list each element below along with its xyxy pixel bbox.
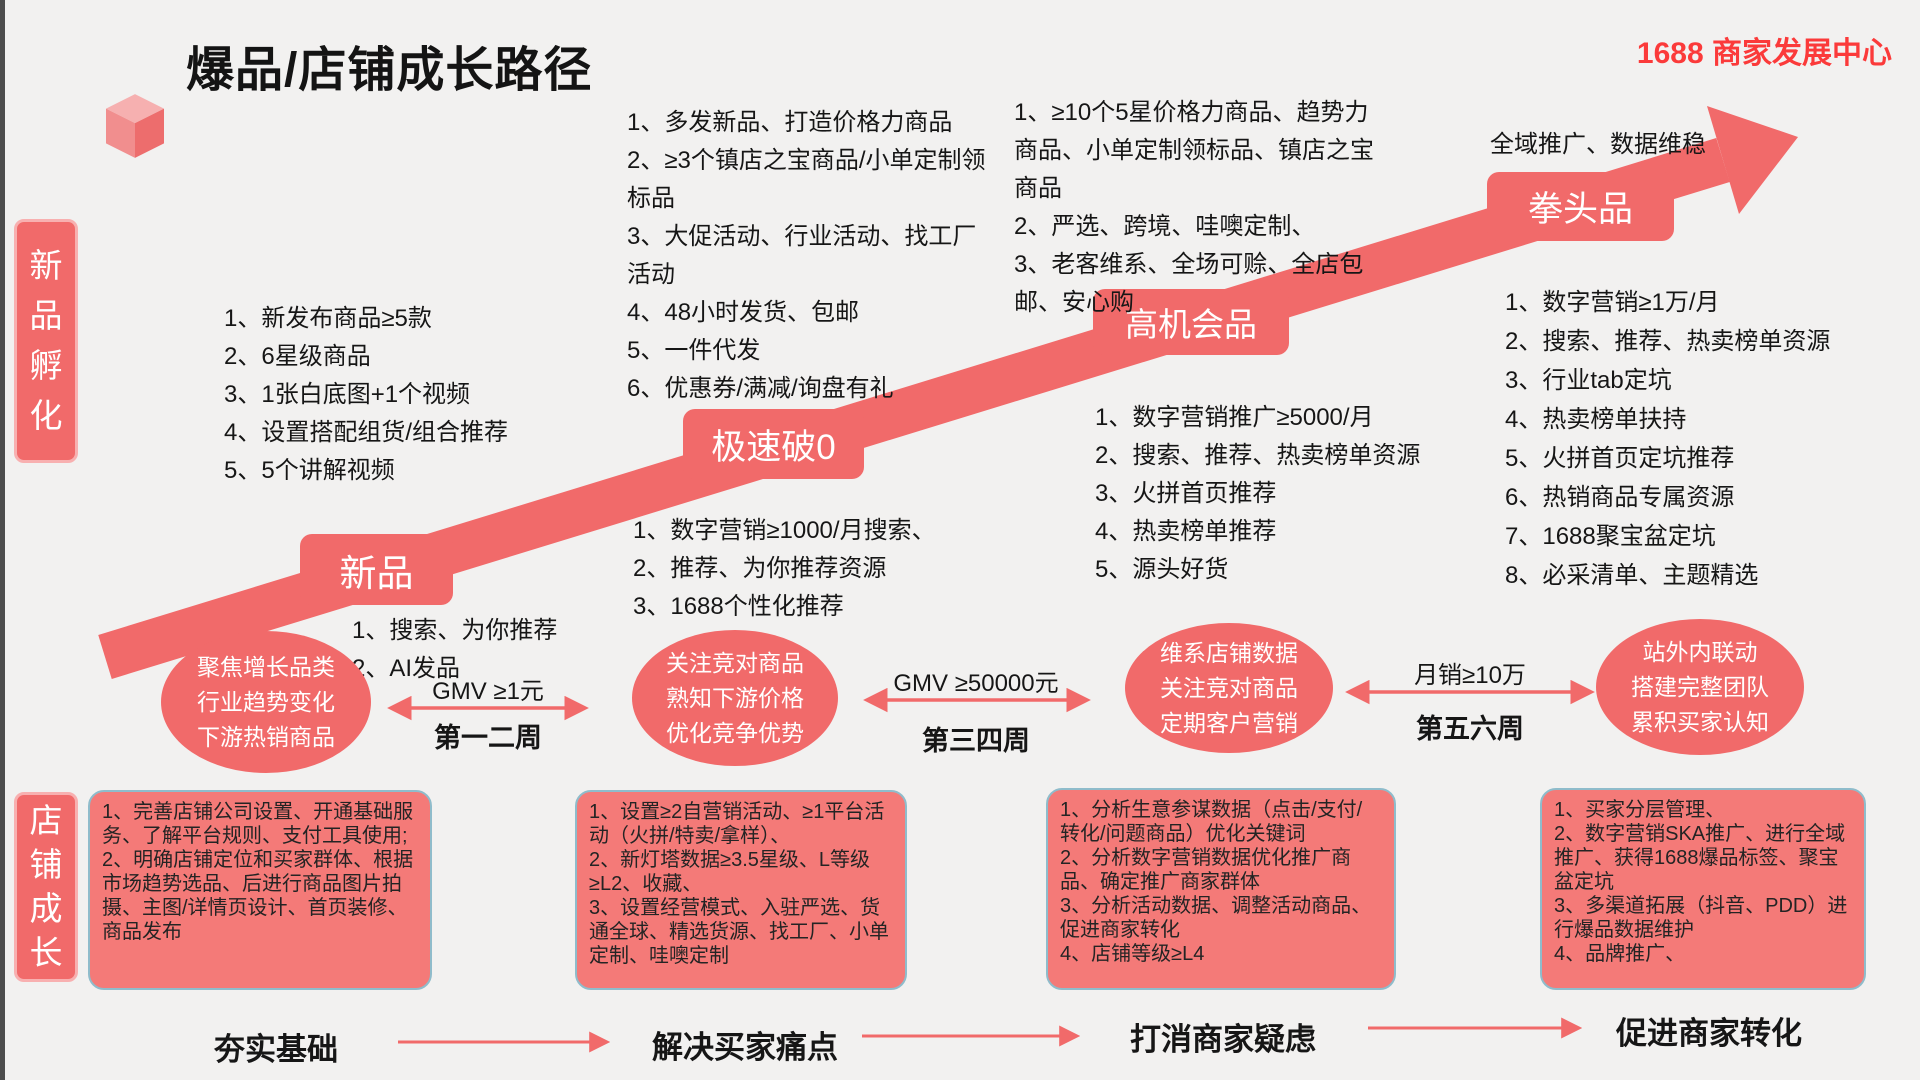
list-item: 1、数字营销推广≥5000/月: [1095, 404, 1374, 431]
list-item: 2、搜索、推荐、热卖榜单资源: [1505, 328, 1831, 355]
list-item: 5、5个讲解视频: [224, 457, 395, 484]
ellipse-line: 定期客户营销: [1160, 709, 1298, 736]
growth-box-2: 1、设置≥2自营销活动、≥1平台活动（火拼/特卖/拿样）、 2、新灯塔数据≥3.…: [575, 790, 907, 990]
list-item: 8、必采清单、主题精选: [1505, 562, 1759, 589]
ellipse-line: 搭建完整团队: [1631, 673, 1769, 700]
ellipse-line: 熟知下游价格: [666, 684, 804, 711]
flagship-resource-list: 1、数字营销≥1万/月 2、搜索、推荐、热卖榜单资源 3、行业tab定坑 4、热…: [1505, 283, 1915, 595]
flagship-note: 全域推广、数据维稳: [1490, 131, 1706, 158]
ellipse-line: 聚焦增长品类: [197, 653, 335, 680]
speed-zero-resource-list: 1、数字营销≥1000/月搜索、 2、推荐、为你推荐资源 3、1688个性化推荐: [633, 512, 1033, 626]
list-item: 4、热卖榜单推荐: [1095, 518, 1277, 545]
growth-box-item: 2、明确店铺定位和买家群体、根据市场趋势选品、后进行商品图片拍摄、主图/详情页设…: [102, 849, 414, 943]
list-item: 1、数字营销≥1万/月: [1505, 289, 1720, 316]
list-item: 3、1张白底图+1个视频: [224, 381, 471, 408]
stage-pill-speed-zero: 极速破0: [683, 409, 864, 479]
list-item: 6、优惠券/满减/询盘有礼: [627, 375, 894, 402]
growth-box-item: 1、买家分层管理、: [1554, 799, 1726, 821]
connector-period-3: 第五六周: [1416, 714, 1524, 744]
list-item: 2、6星级商品: [224, 343, 371, 370]
vertical-label-growth: 店铺成长: [14, 792, 78, 982]
list-item: 2、搜索、推荐、热卖榜单资源: [1095, 442, 1421, 469]
ellipse-line: 维系店铺数据: [1160, 639, 1298, 666]
list-item: 1、数字营销≥1000/月搜索、: [633, 517, 936, 544]
list-item: 3、大促活动、行业活动、找工厂活动: [627, 223, 977, 288]
growth-box-item: 1、完善店铺公司设置、开通基础服务、了解平台规则、支付工具使用;: [102, 801, 414, 847]
stage-pill-new-product: 新品: [300, 534, 453, 605]
list-item: 3、火拼首页推荐: [1095, 480, 1277, 507]
milestone-ellipse-4: 站外内联动 搭建完整团队 累积买家认知: [1596, 619, 1804, 755]
connector-period-1: 第一二周: [434, 723, 542, 753]
list-item: 3、1688个性化推荐: [633, 593, 844, 620]
list-item: 4、48小时发货、包邮: [627, 299, 860, 326]
list-item: 4、设置搭配组货/组合推荐: [224, 419, 509, 446]
high-opportunity-resource-list: 1、数字营销推广≥5000/月 2、搜索、推荐、热卖榜单资源 3、火拼首页推荐 …: [1095, 399, 1495, 589]
speed-zero-prep-list: 1、多发新品、打造价格力商品 2、≥3个镇店之宝商品/小单定制领标品 3、大促活…: [627, 104, 987, 408]
growth-box-item: 2、数字营销SKA推广、进行全域推广、获得1688爆品标签、聚宝盆定坑: [1554, 823, 1846, 893]
growth-box-item: 3、多渠道拓展（抖音、PDD）进行爆品数据维护: [1554, 895, 1848, 941]
growth-box-item: 1、设置≥2自营销活动、≥1平台活动（火拼/特卖/拿样）、: [589, 801, 885, 847]
vertical-label-growth-text: 店铺成长: [29, 802, 63, 971]
connector-metric-2: GMV ≥50000元: [893, 670, 1059, 697]
stage-pill-flagship: 拳头品: [1487, 172, 1674, 241]
growth-box-item: 3、分析活动数据、调整活动商品、促进商家转化: [1060, 895, 1372, 941]
list-item: 2、≥3个镇店之宝商品/小单定制领标品: [627, 147, 986, 212]
new-product-resource-list: 1、搜索、为你推荐 2、AI发品: [352, 612, 692, 688]
window-left-edge: [0, 0, 5, 1080]
growth-box-1: 1、完善店铺公司设置、开通基础服务、了解平台规则、支付工具使用; 2、明确店铺定…: [88, 790, 432, 990]
growth-box-item: 4、店铺等级≥L4: [1060, 943, 1205, 965]
vertical-label-incubation: 新品孵化: [14, 219, 78, 463]
ellipse-line: 优化竞争优势: [666, 719, 804, 746]
list-item: 2、AI发品: [352, 655, 461, 682]
growth-box-item: 3、设置经营模式、入驻严选、货通全球、精选货源、找工厂、小单定制、哇噢定制: [589, 897, 889, 967]
ellipse-line: 关注竞对商品: [1160, 674, 1298, 701]
list-item: 3、老客维系、全场可赊、全店包邮、安心购: [1014, 251, 1364, 316]
flow-step-1: 夯实基础: [214, 1032, 338, 1067]
list-item: 5、源头好货: [1095, 556, 1229, 583]
ellipse-line: 累积买家认知: [1631, 708, 1769, 735]
list-item: 2、推荐、为你推荐资源: [633, 555, 887, 582]
list-item: 6、热销商品专属资源: [1505, 484, 1735, 511]
connector-period-2: 第三四周: [922, 726, 1030, 756]
ellipse-line: 站外内联动: [1642, 638, 1758, 665]
growth-box-item: 4、品牌推广、: [1554, 943, 1686, 965]
list-item: 7、1688聚宝盆定坑: [1505, 523, 1716, 550]
growth-box-item: 2、分析数字营销数据优化推广商品、确定推广商家群体: [1060, 847, 1352, 893]
milestone-ellipse-3: 维系店铺数据 关注竞对商品 定期客户营销: [1125, 623, 1333, 753]
list-item: 1、≥10个5星价格力商品、趋势力商品、小单定制领标品、镇店之宝商品: [1014, 99, 1374, 202]
brand-logo-text: 1688 商家发展中心: [1636, 37, 1892, 70]
milestone-ellipse-1: 聚焦增长品类 行业趋势变化 下游热销商品: [161, 631, 371, 773]
list-item: 5、火拼首页定坑推荐: [1505, 445, 1735, 472]
high-opportunity-prep-list: 1、≥10个5星价格力商品、趋势力商品、小单定制领标品、镇店之宝商品 2、严选、…: [1014, 94, 1382, 322]
growth-box-3: 1、分析生意参谋数据（点击/支付/转化/问题商品）优化关键词 2、分析数字营销数…: [1046, 788, 1396, 990]
list-item: 1、多发新品、打造价格力商品: [627, 109, 953, 136]
list-item: 1、搜索、为你推荐: [352, 617, 558, 644]
vertical-label-incubation-text: 新品孵化: [29, 247, 63, 434]
list-item: 2、严选、跨境、哇噢定制、: [1014, 213, 1316, 240]
list-item: 1、新发布商品≥5款: [224, 305, 432, 332]
connector-metric-1: GMV ≥1元: [432, 678, 544, 705]
cube-icon: [106, 94, 164, 158]
connector-metric-3: 月销≥10万: [1414, 662, 1526, 689]
flow-step-3: 打消商家疑虑: [1130, 1022, 1316, 1057]
main-growth-arrowhead: [1707, 106, 1798, 214]
stage-pill-high-opportunity: 高机会品: [1093, 289, 1289, 355]
ellipse-line: 行业趋势变化: [197, 688, 335, 715]
list-item: 5、一件代发: [627, 337, 761, 364]
ellipse-line: 下游热销商品: [197, 723, 335, 750]
growth-box-item: 2、新灯塔数据≥3.5星级、L等级≥L2、收藏、: [589, 849, 871, 895]
page-title: 爆品/店铺成长路径: [186, 44, 593, 97]
growth-box-item: 1、分析生意参谋数据（点击/支付/转化/问题商品）优化关键词: [1060, 799, 1363, 845]
milestone-ellipse-2: 关注竞对商品 熟知下游价格 优化竞争优势: [632, 630, 838, 766]
list-item: 3、行业tab定坑: [1505, 367, 1672, 394]
growth-box-4: 1、买家分层管理、 2、数字营销SKA推广、进行全域推广、获得1688爆品标签、…: [1540, 788, 1866, 990]
flow-step-4: 促进商家转化: [1616, 1016, 1802, 1051]
new-product-prep-list: 1、新发布商品≥5款 2、6星级商品 3、1张白底图+1个视频 4、设置搭配组货…: [224, 300, 644, 490]
list-item: 4、热卖榜单扶持: [1505, 406, 1687, 433]
flow-step-2: 解决买家痛点: [652, 1030, 838, 1065]
ellipse-line: 关注竞对商品: [666, 649, 804, 676]
